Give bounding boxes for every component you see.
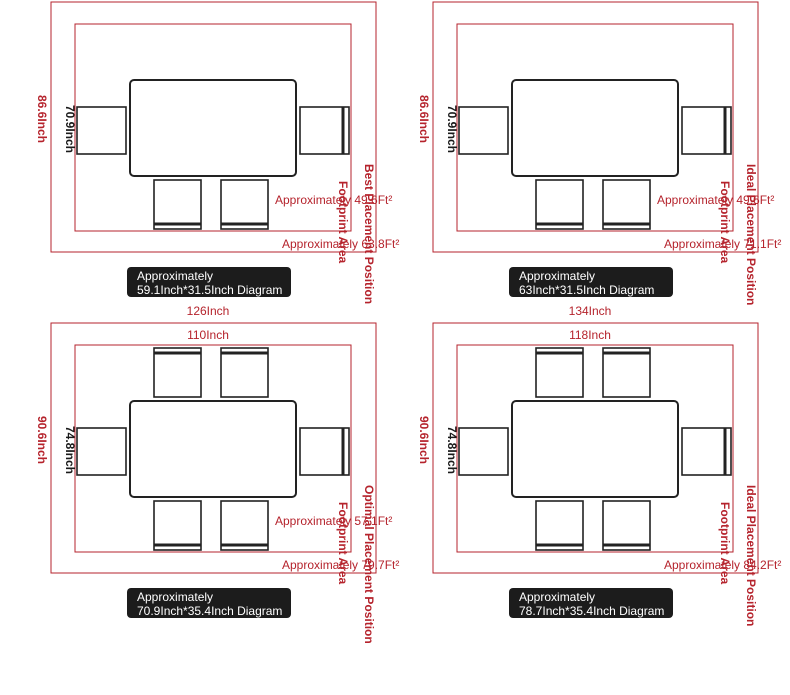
inner-width-label: 118Inch [569, 328, 611, 342]
inner-height-label: 74.8Inch [63, 426, 77, 474]
chair-right [299, 427, 350, 476]
outer-height-label: 90.6Inch [417, 416, 431, 464]
size-badge-line1: Approximately [519, 590, 595, 604]
size-badge-line2: 63Inch*31.5Inch Diagram [519, 283, 654, 297]
chair-left [458, 427, 509, 476]
size-badge [509, 267, 673, 297]
footprint-area-label: Approximately 49.6Ft² [275, 193, 392, 207]
placement-position-caption: Best Placement Position [362, 164, 376, 304]
chair-right [681, 427, 732, 476]
chair-bottom-2 [602, 500, 651, 551]
outer-width-label: 126Inch [187, 304, 230, 318]
chair-bottom-1 [153, 500, 202, 551]
footprint-area-label: Approximately 49.6Ft² [657, 193, 774, 207]
size-badge [509, 588, 673, 618]
diagram-panel-4: 134Inch 118Inch 90.6Inch 74.8InchApproximat… [417, 304, 781, 626]
placement-position-caption: Optimal Placement Position [362, 485, 376, 644]
table-top [511, 79, 679, 177]
size-badge-line2: 70.9Inch*35.4Inch Diagram [137, 604, 282, 618]
outer-height-label: 86.6Inch [35, 95, 49, 143]
footprint-area-caption: Footprint Area [336, 502, 350, 585]
size-badge [127, 588, 291, 618]
diagram-panel-3: 126Inch 110Inch 90.6Inch 74.8InchApproximat… [35, 304, 399, 644]
chair-right [681, 106, 732, 155]
table-top [129, 79, 297, 177]
size-badge-line1: Approximately [137, 269, 213, 283]
size-badge-line1: Approximately [519, 269, 595, 283]
outer-placement-rect [50, 322, 377, 574]
inner-width-label: 110Inch [187, 328, 229, 342]
placement-position-caption: Ideal Placement Position [744, 164, 758, 305]
chair-bottom-2 [602, 179, 651, 230]
footprint-rect [74, 23, 352, 232]
chair-bottom-2 [220, 179, 269, 230]
size-badge-line2: 78.7Inch*35.4Inch Diagram [519, 604, 664, 618]
footprint-area-label: Approximately 57.1Ft² [275, 514, 392, 528]
chair-bottom-1 [153, 179, 202, 230]
outer-placement-rect [432, 322, 759, 574]
chair-bottom-1 [535, 179, 584, 230]
inner-height-label: 70.9Inch [63, 105, 77, 153]
placement-position-caption: Ideal Placement Position [744, 485, 758, 626]
table-top [511, 400, 679, 498]
placement-area-label: Approximately 84.2Ft² [664, 558, 781, 572]
footprint-rect [74, 344, 352, 553]
chair-left [76, 106, 127, 155]
table-top [129, 400, 297, 498]
placement-area-label: Approximately 71.1Ft² [664, 237, 781, 251]
outer-height-label: 90.6Inch [35, 416, 49, 464]
footprint-area-caption: Footprint Area [718, 181, 732, 264]
chair-bottom-1 [535, 500, 584, 551]
chair-right [299, 106, 350, 155]
chair-left [76, 427, 127, 476]
chair-top-2 [220, 347, 269, 398]
inner-height-label: 70.9Inch [445, 105, 459, 153]
outer-placement-rect [50, 1, 377, 253]
chair-top-1 [153, 347, 202, 398]
outer-placement-rect [432, 1, 759, 253]
inner-height-label: 74.8Inch [445, 426, 459, 474]
chair-top-1 [535, 347, 584, 398]
chair-left [458, 106, 509, 155]
footprint-area-caption: Footprint Area [718, 502, 732, 585]
outer-width-label: 134Inch [569, 304, 612, 318]
footprint-rect [456, 344, 734, 553]
footprint-area-caption: Footprint Area [336, 181, 350, 264]
size-badge-line1: Approximately [137, 590, 213, 604]
footprint-rect [456, 23, 734, 232]
chair-bottom-2 [220, 500, 269, 551]
chair-top-2 [602, 347, 651, 398]
outer-height-label: 86.6Inch [417, 95, 431, 143]
size-badge-line2: 59.1Inch*31.5Inch Diagram [137, 283, 282, 297]
placement-area-label: Approximately 63.8Ft² [282, 237, 399, 251]
placement-area-label: Approximately 79.7Ft² [282, 558, 399, 572]
size-badge [127, 267, 291, 297]
